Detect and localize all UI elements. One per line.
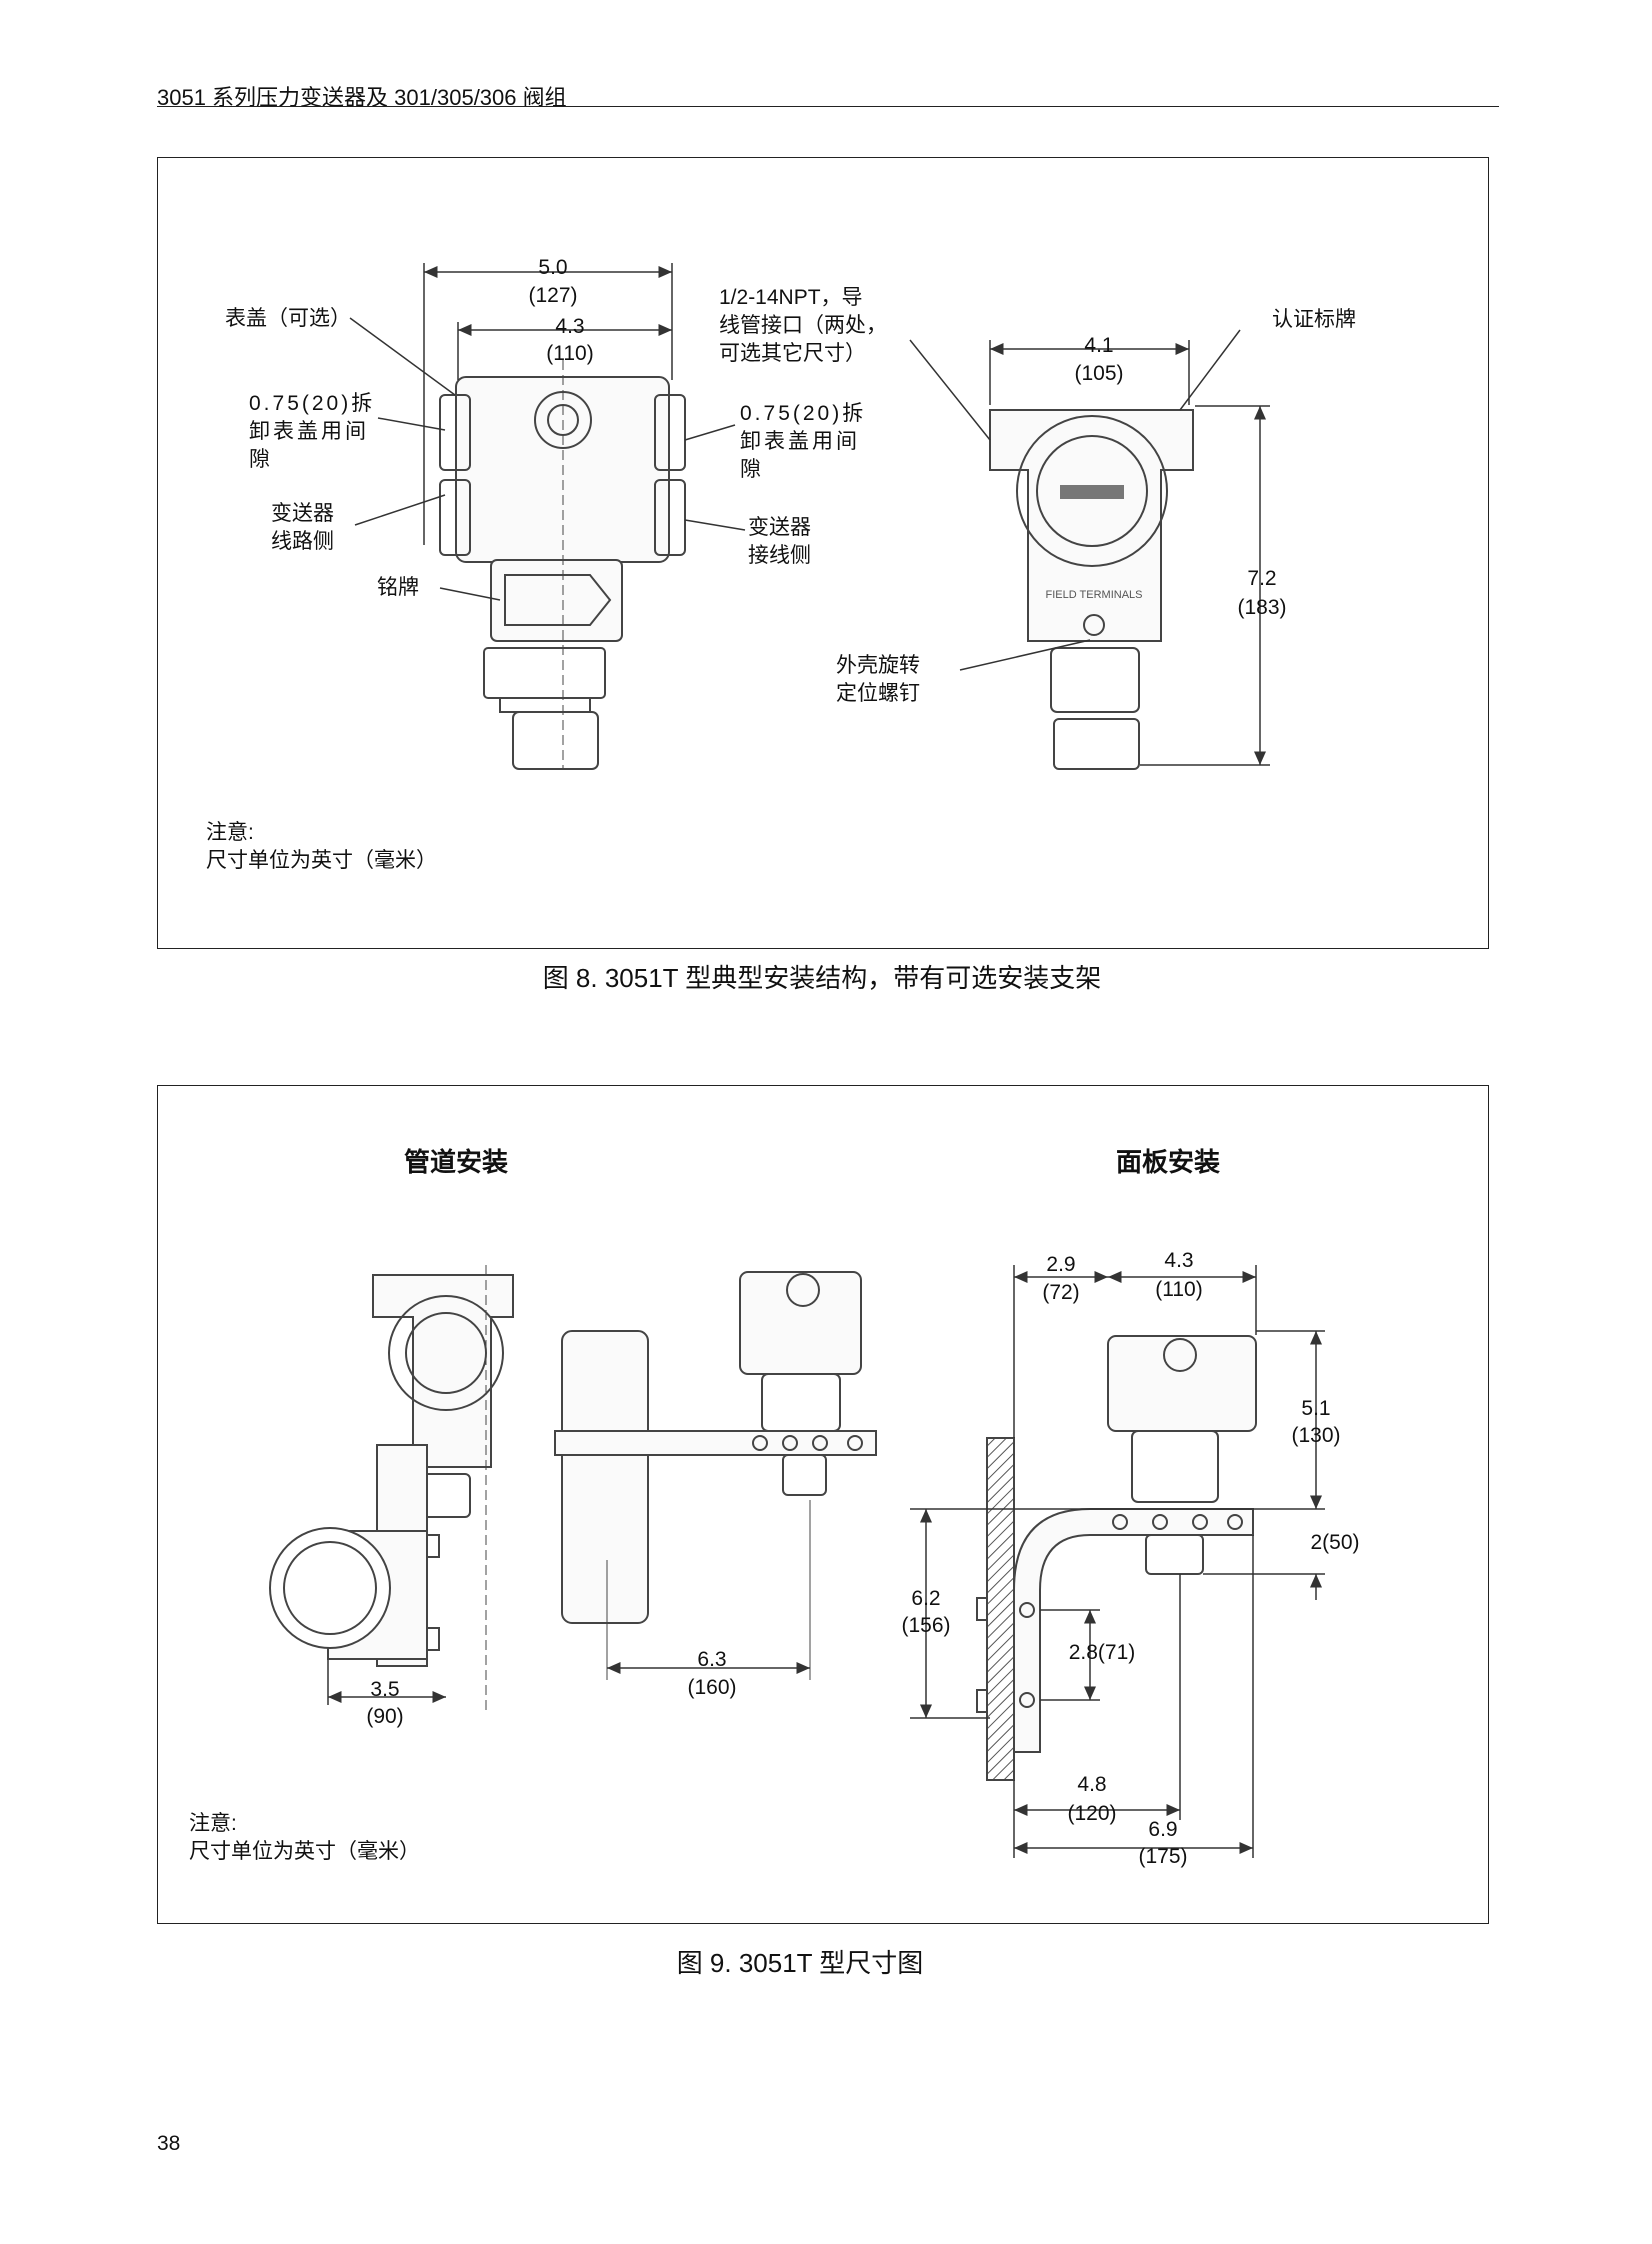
label-clearance-left: 0.75(20)拆 卸表盖用间 隙 <box>249 390 375 474</box>
transmitter-front-view: FIELD TERMINALS <box>989 409 1194 770</box>
dim-110mm: (110) <box>546 342 594 365</box>
label-conduit: 1/2-14NPT，导 线管接口（两处， 可选其它尺寸） <box>719 284 887 368</box>
dim-6-2: 6.2 <box>911 1587 941 1610</box>
label-clearance-right: 0.75(20)拆 卸表盖用间 隙 <box>740 400 866 484</box>
dim-2-9: 2.9 <box>1046 1253 1076 1276</box>
label-line: 0.75(20)拆 <box>740 402 867 425</box>
fig8-note: 注意: 尺寸单位为英寸（毫米） <box>206 819 437 875</box>
dim-6-3: 6.3 <box>697 1648 727 1671</box>
dim-105mm: (105) <box>1074 362 1124 385</box>
label-line: 线管接口（两处， <box>719 314 887 337</box>
figure-8-frame <box>157 157 1489 949</box>
label-line: 可选其它尺寸） <box>719 342 866 365</box>
note-title: 注意: <box>189 1812 237 1835</box>
label-line: 隙 <box>740 458 764 481</box>
fig9-dimension-lines <box>327 1265 1325 1858</box>
label-line: 变送器 <box>748 516 811 539</box>
dim-3-5: 3.5 <box>370 1678 400 1701</box>
transmitter-side-view <box>439 360 686 770</box>
figure-9-caption: 图 9. 3051T 型尺寸图 <box>676 1948 924 1978</box>
label-approval: 认证标牌 <box>1272 308 1356 331</box>
dim-5-0: 5.0 <box>538 256 568 279</box>
label-line: 线路侧 <box>271 530 334 553</box>
pipe-mount-title: 管道安装 <box>403 1147 509 1177</box>
pipe-mount-side-view <box>269 1265 514 1710</box>
note-text: 尺寸单位为英寸（毫米） <box>206 849 437 872</box>
dim-4-3b: 4.3 <box>1164 1249 1194 1272</box>
fig8-dimension-lines <box>349 263 1270 766</box>
dim-90mm: (90) <box>366 1705 404 1728</box>
dim-72mm: (72) <box>1042 1281 1080 1304</box>
fig9-note: 注意: 尺寸单位为英寸（毫米） <box>189 1810 420 1866</box>
page-number: 38 <box>157 2132 181 2155</box>
dim-110mm-b: (110) <box>1155 1278 1203 1301</box>
dim-175mm: (175) <box>1138 1845 1188 1868</box>
dim-120mm: (120) <box>1067 1802 1117 1825</box>
label-line: 变送器 <box>271 502 334 525</box>
dim-4-3: 4.3 <box>555 315 585 338</box>
figure-8-caption: 图 8. 3051T 型典型安装结构，带有可选安装支架 <box>542 963 1102 993</box>
dim-6-9: 6.9 <box>1148 1818 1178 1841</box>
dim-5-1: 5.1 <box>1301 1397 1331 1420</box>
dim-2-8-71: 2.8(71) <box>1068 1641 1136 1664</box>
label-cover: 表盖（可选） <box>225 307 351 330</box>
field-terminals-marking: FIELD TERMINALS <box>1046 589 1143 601</box>
label-line: 卸表盖用间 <box>740 430 860 453</box>
label-line: 0.75(20)拆 <box>249 392 376 415</box>
dim-156mm: (156) <box>901 1614 951 1637</box>
note-title: 注意: <box>206 821 254 844</box>
dim-7-2: 7.2 <box>1247 567 1277 590</box>
label-electronics-side: 变送器 线路侧 <box>271 500 334 556</box>
header-rule <box>157 106 1499 107</box>
dim-160mm: (160) <box>687 1676 737 1699</box>
label-line: 接线侧 <box>748 544 811 567</box>
label-terminal-side: 变送器 接线侧 <box>748 514 811 570</box>
panel-mount-view <box>976 1335 1257 1781</box>
label-line: 卸表盖用间 <box>249 420 369 443</box>
panel-mount-title: 面板安装 <box>1115 1147 1221 1177</box>
note-text: 尺寸单位为英寸（毫米） <box>189 1840 420 1863</box>
dim-127mm: (127) <box>528 284 578 307</box>
pipe-mount-front-view <box>554 1271 877 1680</box>
dim-4-1: 4.1 <box>1084 334 1114 357</box>
page-header: 3051 系列压力变送器及 301/305/306 阀组 <box>157 85 567 110</box>
label-line: 1/2-14NPT，导 <box>719 286 863 309</box>
label-line: 定位螺钉 <box>836 682 920 705</box>
label-rotation-screw: 外壳旋转 定位螺钉 <box>836 652 920 708</box>
dim-2-50: 2(50) <box>1310 1531 1360 1554</box>
label-nameplate: 铭牌 <box>377 576 419 599</box>
label-line: 隙 <box>249 448 273 471</box>
dim-4-8: 4.8 <box>1077 1773 1107 1796</box>
label-line: 外壳旋转 <box>836 654 920 677</box>
dim-130mm: (130) <box>1291 1424 1341 1447</box>
dim-183mm: (183) <box>1237 596 1287 619</box>
